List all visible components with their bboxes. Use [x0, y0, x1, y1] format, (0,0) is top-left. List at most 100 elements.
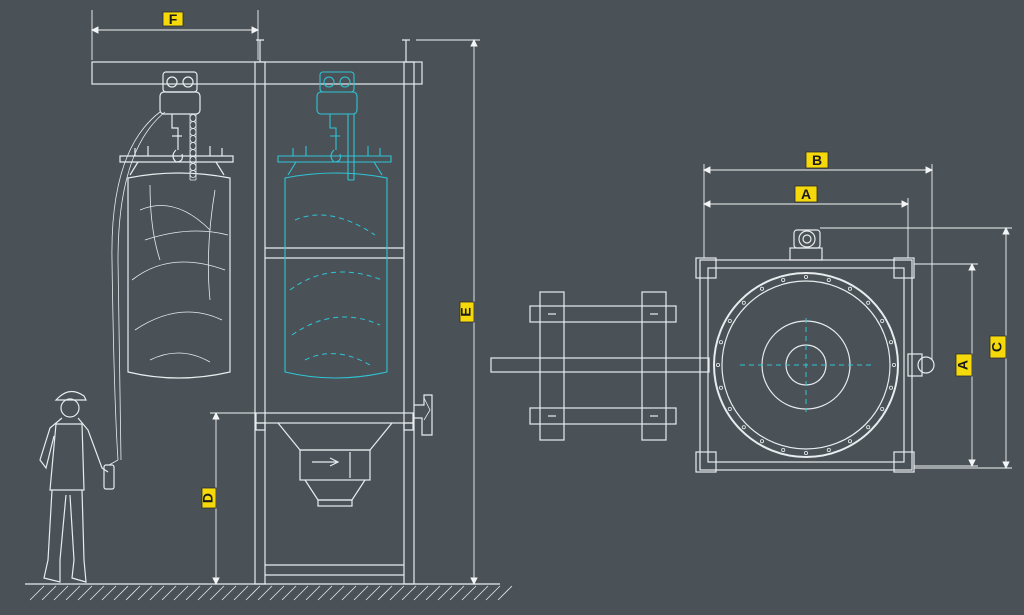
dimension-F — [90, 10, 260, 60]
right-plan-view — [490, 164, 1012, 473]
flange-bolt — [866, 300, 871, 305]
flange-bolt — [727, 406, 732, 411]
flange-bolt — [826, 447, 831, 452]
label-D: D — [200, 487, 217, 509]
floor-hatch-line — [233, 585, 249, 601]
floor-hatch-line — [137, 585, 153, 601]
floor-hatch-line — [305, 585, 321, 601]
flange-bolt — [781, 447, 786, 452]
flange-bolt — [880, 318, 885, 323]
label-F-text: F — [169, 11, 178, 27]
floor-hatch-line — [389, 585, 405, 601]
flange-bolt — [848, 286, 853, 291]
floor-hatch-line — [197, 585, 213, 601]
flange-bolt — [889, 385, 894, 390]
floor-hatch-line — [77, 585, 93, 601]
floor-hatch-line — [113, 585, 129, 601]
flange-bolt — [826, 277, 831, 282]
floor-hatch-line — [413, 585, 429, 601]
label-A-vertical: A — [955, 353, 973, 377]
label-E: E — [458, 301, 475, 323]
floor-hatch-line — [281, 585, 297, 601]
chain-link — [189, 142, 197, 150]
chain-hoist-cyan — [316, 71, 358, 181]
floor-hatch-line — [221, 585, 237, 601]
label-B-text: B — [812, 152, 822, 168]
label-A-vertical-text: A — [955, 360, 971, 370]
floor-hatch-line — [365, 585, 381, 601]
floor-hatch-line — [497, 585, 513, 601]
flange-bolt — [804, 274, 809, 279]
flange-bolt — [889, 340, 894, 345]
flange-bolt — [781, 277, 786, 282]
chain-hoist-icon — [159, 71, 201, 181]
floor-hatch-line — [473, 585, 489, 601]
flange-bolt — [848, 439, 853, 444]
label-F: F — [162, 11, 184, 27]
chain-link — [189, 128, 197, 136]
flange-bolt — [716, 362, 721, 367]
floor-hatch-line — [89, 585, 105, 601]
floor-hatch-line — [485, 585, 501, 601]
flange-bolt — [892, 362, 897, 367]
floor-hatch-line — [149, 585, 165, 601]
dimension-B — [702, 164, 934, 360]
floor-hatch-line — [173, 585, 189, 601]
floor-hatch-line — [245, 585, 261, 601]
label-D-text: D — [200, 493, 216, 503]
overhead-rail — [91, 61, 423, 85]
floor-hatch-line — [377, 585, 393, 601]
floor-hatch-line — [437, 585, 453, 601]
flange-bolt — [866, 425, 871, 430]
pallet-frame — [490, 291, 710, 441]
discharger-frame-plan — [695, 257, 935, 473]
floor-hatch-line — [353, 585, 369, 601]
flange-bolt — [804, 450, 809, 455]
floor-hatch-line — [293, 585, 309, 601]
label-C: C — [989, 335, 1007, 359]
label-B: B — [805, 151, 829, 169]
floor-hatch-line — [65, 585, 81, 601]
flange-bolt — [719, 385, 724, 390]
floor-hatch-line — [53, 585, 69, 601]
label-A-horizontal-text: A — [801, 186, 811, 202]
left-elevation-view — [25, 10, 513, 601]
flange-bolt — [741, 300, 746, 305]
flange-bolt — [760, 286, 765, 291]
dimension-A-horizontal — [702, 198, 910, 258]
label-A-horizontal: A — [794, 185, 818, 203]
floor-hatch-line — [269, 585, 285, 601]
floor-hatch-line — [125, 585, 141, 601]
floor-hatch-line — [317, 585, 333, 601]
label-E-text: E — [458, 307, 474, 316]
floor-hatch-line — [209, 585, 225, 601]
floor-hatch-line — [101, 585, 117, 601]
floor-hatch-line — [329, 585, 345, 601]
floor-hatch-line — [341, 585, 357, 601]
gear-motor-icon — [789, 229, 823, 261]
dimension-D — [210, 411, 256, 586]
operator-figure-icon — [39, 390, 119, 583]
bulk-bag-left — [111, 111, 234, 461]
chain-link — [189, 135, 197, 143]
chain-link — [189, 163, 197, 171]
floor-hatch-line — [401, 585, 417, 601]
floor-hatch-line — [29, 585, 45, 601]
chain-link — [189, 121, 197, 129]
flange-bolt — [880, 406, 885, 411]
chain-link — [189, 114, 197, 122]
bulk-bag-cyan — [277, 146, 392, 379]
frame-structure — [254, 39, 433, 585]
flange-bolt — [719, 340, 724, 345]
flange-bolt — [727, 318, 732, 323]
flange-bolt — [741, 425, 746, 430]
floor-hatch-line — [185, 585, 201, 601]
floor-hatch-line — [257, 585, 273, 601]
floor-hatch-line — [161, 585, 177, 601]
floor-hatch-line — [461, 585, 477, 601]
floor-hatch-line — [41, 585, 57, 601]
label-C-text: C — [989, 342, 1005, 352]
floor-hatch-line — [425, 585, 441, 601]
